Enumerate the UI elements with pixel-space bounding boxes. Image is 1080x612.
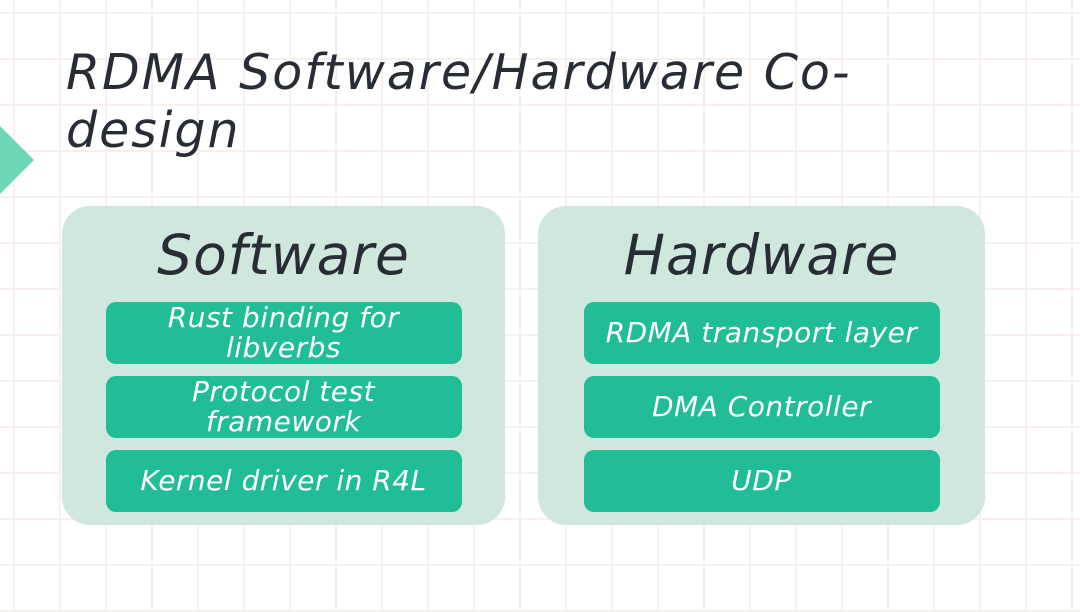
software-item-protocol-test: Protocol test framework (105, 376, 462, 438)
item-label-line: Protocol test (191, 376, 376, 408)
software-panel: Software Rust binding for libverbs Proto… (62, 206, 505, 525)
hardware-panel-header: Hardware (623, 223, 900, 287)
slide-title-line-1: RDMA Software/Hardware Co- (66, 44, 852, 101)
hardware-item-list: RDMA transport layer DMA Controller UDP (583, 302, 940, 512)
hardware-panel: Hardware RDMA transport layer DMA Contro… (538, 206, 985, 525)
accent-arrow-icon (0, 126, 34, 194)
item-label-line: RDMA transport layer (605, 316, 918, 349)
software-item-kernel-driver: Kernel driver in R4L (105, 450, 462, 512)
software-item-rust-binding: Rust binding for libverbs (105, 302, 462, 364)
item-label-line: Rust binding for (167, 302, 400, 334)
item-label-line: Kernel driver in R4L (140, 464, 427, 497)
hardware-item-rdma-transport: RDMA transport layer (583, 302, 940, 364)
item-label-line: libverbs (225, 331, 341, 364)
software-item-list: Rust binding for libverbs Protocol test … (105, 302, 462, 512)
item-label-line: DMA Controller (651, 390, 872, 423)
hardware-item-udp: UDP (583, 450, 940, 512)
hardware-item-dma-controller: DMA Controller (583, 376, 940, 438)
slide-title-line-2: design (66, 102, 241, 159)
item-label-line: framework (205, 405, 362, 438)
software-panel-header: Software (157, 223, 410, 287)
slide-title: RDMA Software/Hardware Co- design (66, 44, 852, 160)
item-label-line: UDP (731, 464, 792, 497)
